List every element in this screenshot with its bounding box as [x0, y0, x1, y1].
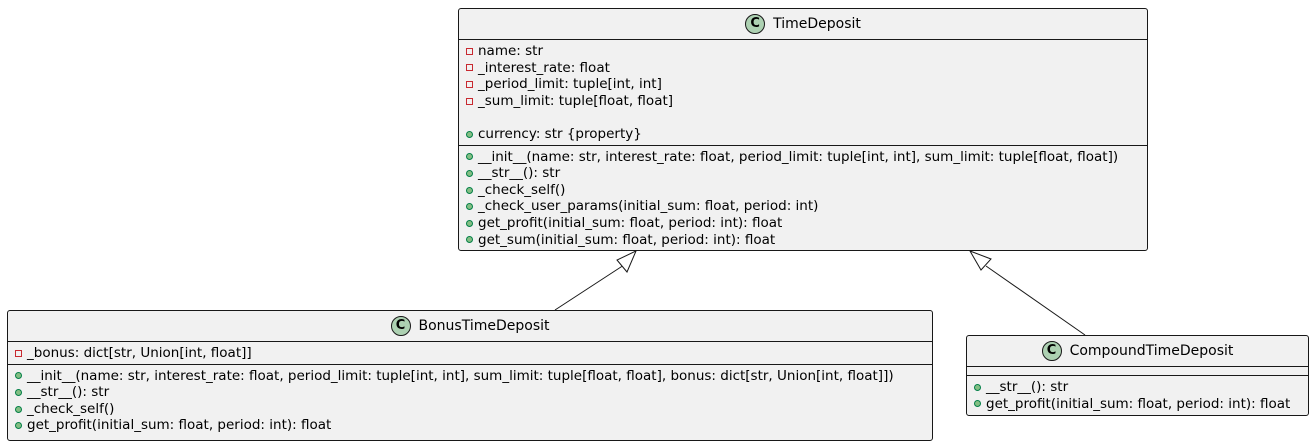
class-name: BonusTimeDeposit	[418, 317, 550, 334]
private-visibility-icon	[466, 97, 473, 105]
class-icon: C	[745, 14, 766, 34]
attribute: _period_limit: tuple[int, int]	[459, 76, 1147, 93]
class-header: C CompoundTimeDeposit	[967, 336, 1308, 367]
public-visibility-icon	[974, 383, 981, 391]
class-compoundtimedeposit: C CompoundTimeDeposit __str__(): str get…	[966, 335, 1309, 416]
class-bonustimedeposit: C BonusTimeDeposit _bonus: dict[str, Uni…	[7, 310, 933, 441]
method: _check_self()	[8, 401, 932, 418]
attribute: _interest_rate: float	[459, 60, 1147, 77]
attributes-section: name: str _interest_rate: float _period_…	[459, 40, 1147, 145]
inheritance-arrowhead	[616, 249, 637, 273]
public-visibility-icon	[15, 372, 22, 380]
public-visibility-icon	[466, 169, 473, 177]
attributes-section: _bonus: dict[str, Union[int, float]]	[8, 342, 932, 364]
private-visibility-icon	[466, 47, 473, 55]
method: get_profit(initial_sum: float, period: i…	[459, 215, 1147, 232]
attribute: currency: str {property}	[459, 126, 1147, 143]
public-visibility-icon	[466, 236, 473, 244]
private-visibility-icon	[466, 80, 473, 88]
public-visibility-icon	[466, 186, 473, 194]
class-header: C TimeDeposit	[459, 9, 1147, 40]
method: get_sum(initial_sum: float, period: int)…	[459, 232, 1147, 249]
method: get_profit(initial_sum: float, period: i…	[8, 417, 932, 434]
private-visibility-icon	[15, 349, 22, 357]
class-header: C BonusTimeDeposit	[8, 311, 932, 342]
method: __init__(name: str, interest_rate: float…	[459, 149, 1147, 166]
edge-compound-to-timedeposit	[968, 250, 1086, 336]
private-visibility-icon	[466, 64, 473, 72]
class-icon: C	[390, 316, 411, 336]
public-visibility-icon	[15, 405, 22, 413]
attribute: _bonus: dict[str, Union[int, float]]	[8, 345, 932, 362]
method: __str__(): str	[8, 384, 932, 401]
method: __str__(): str	[459, 165, 1147, 182]
methods-section: __init__(name: str, interest_rate: float…	[8, 363, 932, 436]
public-visibility-icon	[466, 219, 473, 227]
method: _check_user_params(initial_sum: float, p…	[459, 198, 1147, 215]
methods-section: __init__(name: str, interest_rate: float…	[459, 144, 1147, 251]
public-visibility-icon	[15, 422, 22, 430]
class-timedeposit: C TimeDeposit name: str _interest_rate: …	[458, 8, 1148, 251]
attributes-section	[967, 367, 1308, 375]
public-visibility-icon	[15, 388, 22, 396]
methods-section: __str__(): str get_profit(initial_sum: f…	[967, 375, 1308, 414]
attribute: name: str	[459, 43, 1147, 60]
attribute: _sum_limit: tuple[float, float]	[459, 93, 1147, 110]
public-visibility-icon	[466, 130, 473, 138]
method: __init__(name: str, interest_rate: float…	[8, 368, 932, 385]
class-name: TimeDeposit	[773, 15, 861, 32]
method: __str__(): str	[967, 379, 1308, 396]
class-icon: C	[1041, 341, 1062, 361]
edge-bonus-to-timedeposit	[554, 249, 637, 311]
public-visibility-icon	[466, 153, 473, 161]
public-visibility-icon	[466, 203, 473, 211]
method: _check_self()	[459, 182, 1147, 199]
public-visibility-icon	[974, 400, 981, 408]
inheritance-arrowhead	[968, 250, 992, 271]
method: get_profit(initial_sum: float, period: i…	[967, 396, 1308, 413]
class-name: CompoundTimeDeposit	[1069, 342, 1234, 359]
